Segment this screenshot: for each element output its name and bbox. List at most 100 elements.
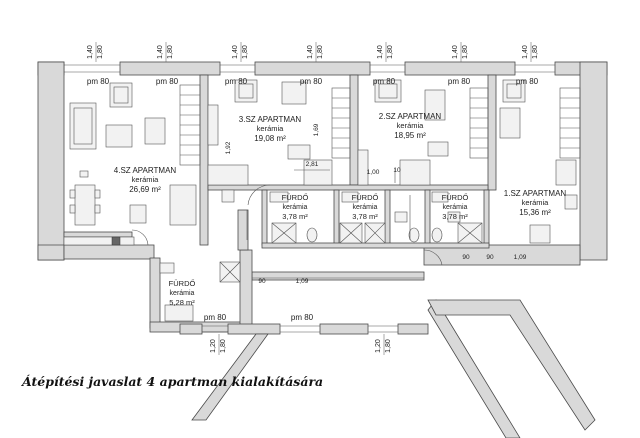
furniture-apartment-1 <box>499 79 578 244</box>
partition-bath-top <box>207 184 489 191</box>
room-area-label: 18,95 m² <box>394 131 426 140</box>
window-openings-bottom <box>202 325 398 333</box>
wall-lower-right <box>423 244 581 266</box>
stairs-left <box>179 84 201 166</box>
furniture-apartment-3 <box>207 79 333 203</box>
furniture-apartment-2 <box>357 79 449 186</box>
window-dim-label: 1,40 <box>87 45 94 59</box>
wall-bath-4-left <box>149 257 161 329</box>
dimension-lines <box>246 168 424 279</box>
room-name-label: FÜRDŐ <box>282 193 309 202</box>
dimension-label: 90 <box>486 254 494 261</box>
room-floor-label: kerámia <box>283 204 308 211</box>
dimension-label: 10 <box>393 167 401 174</box>
window-dim-label: 1,80 <box>220 339 227 353</box>
room-floor-label: kerámia <box>353 204 378 211</box>
window-dim-label: 1,80 <box>167 45 174 59</box>
pm-label: pm 80 <box>87 77 110 86</box>
partition-bath <box>384 189 391 246</box>
room-area-label: 5,28 m² <box>169 298 195 307</box>
wall-top-segment <box>404 61 516 76</box>
stairs-right <box>469 87 489 159</box>
partition-bath <box>333 189 340 246</box>
window-dim-label: 1,40 <box>452 45 459 59</box>
dimension-label: 90 <box>462 254 470 261</box>
room-area-label: 19,08 m² <box>254 134 286 143</box>
window-dim-label: 1,80 <box>385 339 392 353</box>
window-dim-label: 1,80 <box>462 45 469 59</box>
partition-bath <box>483 189 490 246</box>
room-name-label: 3.SZ APARTMAN <box>239 115 302 124</box>
pm-label: pm 80 <box>156 77 179 86</box>
dimension-label: 1,69 <box>313 123 320 136</box>
window-dim-label: 1,40 <box>377 45 384 59</box>
window-dim-label: 1,20 <box>210 339 217 353</box>
plan-caption: Átépítési javaslat 4 apartman kialakítás… <box>22 374 324 389</box>
window-dim-label: 1,40 <box>157 45 164 59</box>
wall-bottom-segment <box>227 323 281 335</box>
window-dim-label: 1,80 <box>387 45 394 59</box>
dimension-label: 2,81 <box>306 161 319 168</box>
pm-label: pm 80 <box>204 313 227 322</box>
room-floor-label: kerámia <box>443 204 468 211</box>
room-floor-label: kerámia <box>257 124 285 133</box>
pm-label: pm 80 <box>291 313 314 322</box>
window-dim-label: 1,20 <box>375 339 382 353</box>
window-dim-label: 1,40 <box>307 45 314 59</box>
wall-wing-right <box>427 299 521 438</box>
room-name-label: FÜRDŐ <box>352 193 379 202</box>
bathroom-fixtures <box>159 191 483 322</box>
partition-kitchen <box>63 231 133 238</box>
partition-3-2 <box>349 74 359 186</box>
room-floor-label: kerámia <box>397 121 425 130</box>
room-area-label: 3,78 m² <box>352 212 378 221</box>
door-swings <box>131 184 443 266</box>
wall-bottom-segment <box>179 323 203 335</box>
wall-top-segment <box>254 61 371 76</box>
wall-lower-left <box>63 244 155 260</box>
dimension-label: 1,92 <box>225 141 232 154</box>
window-dim-label: 1,40 <box>522 45 529 59</box>
partition-4-3 <box>199 74 209 246</box>
window-openings-top <box>64 64 555 73</box>
room-area-label: 26,69 m² <box>129 185 161 194</box>
room-name-label: 2.SZ APARTMAN <box>379 112 442 121</box>
window-dim-label: 1,80 <box>97 45 104 59</box>
room-area-label: 3,78 m² <box>282 212 308 221</box>
window-dim-label: 1,80 <box>532 45 539 59</box>
room-floor-label: kerámia <box>522 198 550 207</box>
wall-wing-right-outer <box>427 299 596 431</box>
room-area-label: 15,36 m² <box>519 208 551 217</box>
wall-left <box>37 61 65 261</box>
window-dim-label: 1,40 <box>232 45 239 59</box>
window-dim-label: 1,80 <box>242 45 249 59</box>
stairs-far-right <box>559 87 581 159</box>
wall-bottom-segment <box>319 323 369 335</box>
room-area-label: 3,78 m² <box>442 212 468 221</box>
pm-label: pm 80 <box>448 77 471 86</box>
partition-bath-bottom <box>261 242 490 249</box>
pm-label: pm 80 <box>300 77 323 86</box>
dimension-label: 1,09 <box>296 278 309 285</box>
partition-2-1 <box>487 74 497 191</box>
furniture-apartment-4 <box>63 82 197 246</box>
wall-right <box>579 61 608 261</box>
wall-left-foot <box>37 244 65 261</box>
pm-label: pm 80 <box>516 77 539 86</box>
room-name-label: FÜRDŐ <box>169 279 196 288</box>
stairs-middle <box>331 87 351 159</box>
wall-top-segment <box>119 61 221 76</box>
dimension-label: 1,00 <box>367 169 380 176</box>
room-name-label: 4.SZ APARTMAN <box>114 166 177 175</box>
room-name-label: 1.SZ APARTMAN <box>504 189 567 198</box>
pm-label: pm 80 <box>225 77 248 86</box>
wall-bath-4-right <box>239 249 253 333</box>
partition-bath <box>424 189 431 246</box>
room-floor-label: kerámia <box>170 290 195 297</box>
dimension-label: 1,09 <box>514 254 527 261</box>
wall-wing-left <box>191 333 269 421</box>
pm-label: pm 80 <box>373 77 396 86</box>
